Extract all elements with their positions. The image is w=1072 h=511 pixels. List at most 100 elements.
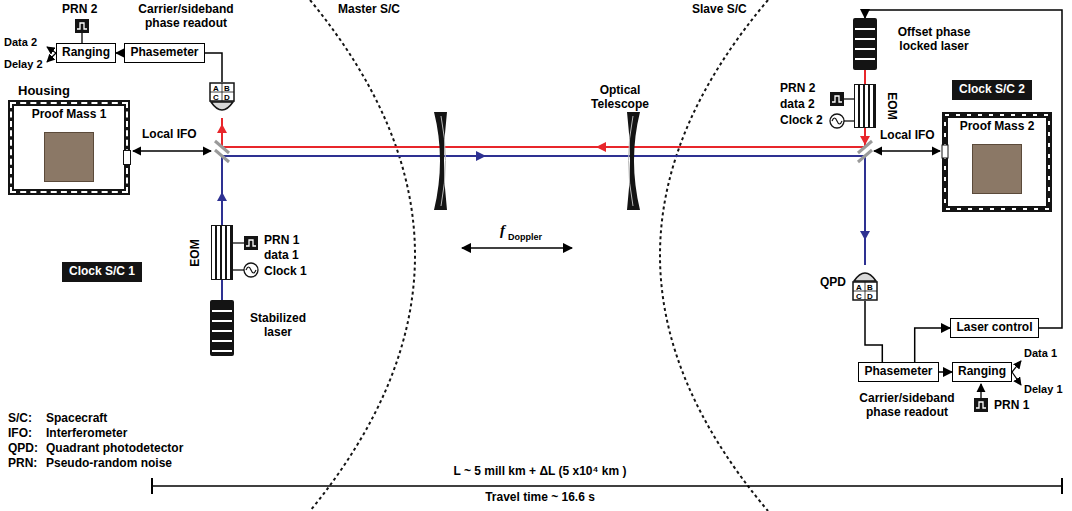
node-label: B [224,84,230,93]
housing-dots [945,115,1049,209]
dimension-tick [151,478,153,494]
text-label: PRN: [8,457,37,471]
beam-splitter [858,150,872,162]
text-label: Data 1 [1024,347,1057,360]
telescope-mirror [627,112,640,210]
text-label: Delay 2 [4,58,43,71]
text-label: Master S/C [338,3,400,17]
ranging-box: Ranging [952,362,1012,382]
qpd-symbol [852,265,878,301]
text-label: Clock 1 [264,265,307,279]
output-arrow [1012,372,1021,385]
output-arrow [1012,361,1021,372]
prn-icon [974,398,988,412]
text-label: data 2 [780,98,815,112]
node-label: Phasemeter [130,46,198,60]
node-label: Proof Mass 1 [29,108,109,122]
telescope-mirror [441,116,446,206]
text-label: PRN 1 [264,234,299,248]
proof-mass-block [972,144,1022,194]
master-boundary [310,0,415,511]
node-label: Offset phase locked laser [889,26,979,54]
proof-mass-housing: HousingProof Mass 1 [8,100,130,195]
slave-boundary [660,0,768,511]
connector [865,10,1062,328]
stabilized-laser: Stabilized laser [210,300,234,356]
node-label: Clock S/C 2 [959,83,1025,97]
proof-mass-block [44,132,94,182]
housing-window [123,150,131,165]
clock-box: Clock S/C 1 [62,262,142,282]
blue-beam [222,156,865,265]
connector [205,53,222,82]
connector [915,328,950,362]
telescope-mirror [434,112,447,210]
eom-modulator: EOM [854,84,876,128]
text-label: Optical Telescope [584,84,656,112]
text-label: Carrier/sideband phase readout [130,3,242,31]
signal-line [980,384,981,398]
text-label: QPD: [8,442,38,456]
node-label: D [224,93,230,102]
text-label: Data 2 [4,36,37,49]
text-label: Pseudo-random noise [46,457,172,471]
text-label: Clock 2 [780,114,823,128]
node-label: Housing [18,84,70,99]
phasemeter-box: Phasemeter [858,362,939,382]
node-label: EOM [884,92,898,119]
connector [864,70,866,84]
housing-window [942,145,948,158]
beam-arrow [860,231,870,240]
beam-splitter [215,150,229,162]
qpd-symbol [209,82,235,118]
connector [939,371,952,373]
beam-arrow [596,142,606,152]
offset-laser: Offset phase locked laser [853,18,877,70]
node-label: Laser control [956,321,1032,335]
ranging-box: Ranging [56,43,116,63]
node-label: Proof Mass 2 [957,120,1037,134]
dimension-tick [1061,478,1063,494]
proof-mass: Proof Mass 1 [29,108,109,188]
text-label: f [500,222,505,239]
eom-modulator: EOM [211,225,233,280]
text-label: PRN 1 [994,399,1029,413]
signal-line [844,98,854,99]
text-label: Carrier/sideband phase readout [846,392,968,420]
node-label: Ranging [958,365,1006,379]
local-ifo-arrow [133,150,211,151]
phasemeter-box: Phasemeter [124,43,205,63]
text-label: Delay 1 [1024,383,1063,396]
laser-control-box: Laser control [950,318,1039,338]
prn-icon [244,236,258,250]
prn-icon [830,92,844,106]
quadrant-photodetector: ABCD [209,82,235,118]
text-label: PRN 2 [62,3,97,17]
text-label: data 1 [264,249,299,263]
text-label: Doppler [508,232,542,242]
node-label: Ranging [62,46,110,60]
connector [865,301,882,362]
node-label: C [856,292,862,301]
beam-arrow [217,124,227,133]
doppler-arrow [462,247,572,249]
quadrant-photodetector: ABCD [852,265,878,301]
text-label: Quadrant photodetector [46,442,183,456]
signal-line [233,269,244,270]
signal-line [233,242,244,243]
prn-icon [75,19,89,33]
text-label: L ~ 5 mill km + ΔL (5 x10⁴ km ) [420,465,660,479]
node-label: Phasemeter [864,365,932,379]
dimension-line [152,485,1062,487]
node-label: EOM [189,239,203,266]
text-label: QPD [820,276,846,290]
text-label: Travel time ~ 16.6 s [470,491,610,505]
node-label: Clock S/C 1 [69,265,135,279]
connector [221,280,223,300]
node-label: A [856,283,862,292]
local-ifo-arrow [874,150,940,151]
beam-arrow [217,192,227,201]
red-beam [222,118,865,147]
text-label: S/C: [8,412,32,426]
